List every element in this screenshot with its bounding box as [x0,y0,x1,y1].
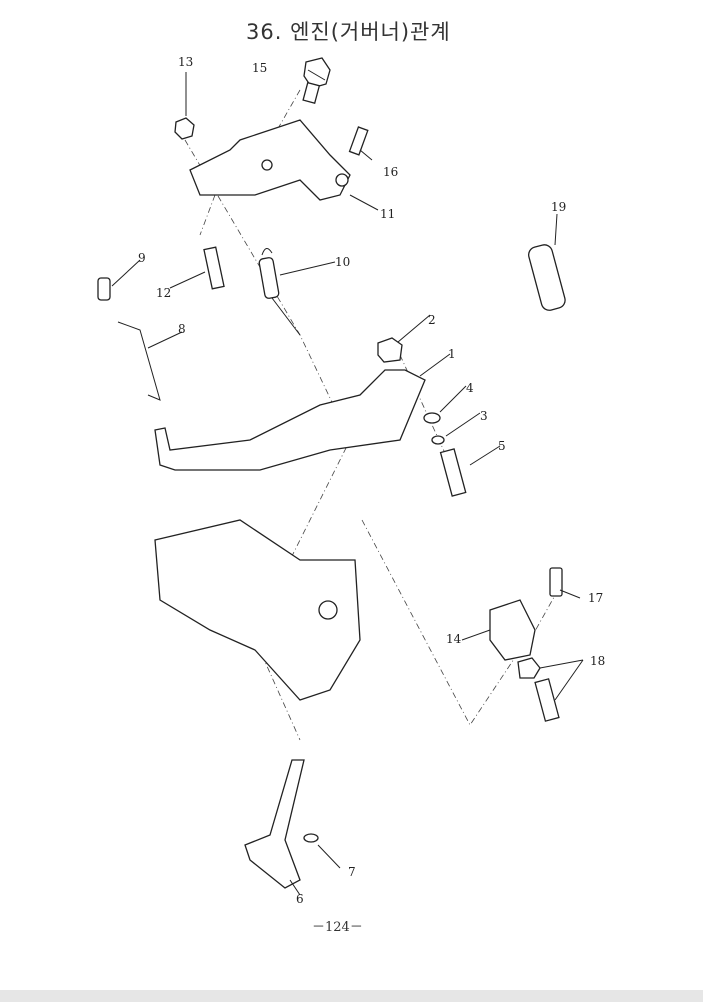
callout-15: 15 [252,61,267,75]
bolt-18 [534,678,560,722]
bolt-5 [439,448,467,497]
nut-13 [174,117,195,140]
bolt-15 [302,57,331,104]
shaft-6 [244,759,305,889]
spring-10 [258,248,301,336]
page-number: －124－ [312,920,363,935]
scan-edge [0,990,703,1002]
callout-17: 17 [588,591,603,605]
page-title: 36. 엔진(거버너)관계 [246,20,451,44]
bracket-14 [489,599,536,661]
washer-3 [431,435,445,445]
clip-7 [303,833,319,843]
bracket-11 [189,119,351,201]
callout-11: 11 [380,207,395,221]
washer-4 [423,412,441,424]
callout-3: 3 [480,409,488,423]
callout-8: 8 [178,322,186,336]
callout-13: 13 [178,55,193,69]
callout-16: 16 [383,165,398,179]
spring-9 [97,277,111,301]
bolt-17 [549,567,563,597]
nut-18 [517,657,541,679]
lever-1 [154,369,426,471]
block-2 [377,337,403,363]
screw-12 [203,246,225,290]
callout-7: 7 [348,865,356,879]
callout-1: 1 [448,347,456,361]
callout-10: 10 [335,255,350,269]
spring-19 [528,244,566,311]
callout-6: 6 [296,892,304,906]
screw-16 [348,126,369,156]
rod-8 [117,321,161,401]
callout-18: 18 [590,654,605,668]
callout-12: 12 [156,286,171,300]
callout-19: 19 [551,200,566,214]
callout-4: 4 [466,381,474,395]
callout-2: 2 [428,313,436,327]
callout-9: 9 [138,251,146,265]
callout-14: 14 [446,632,462,646]
engine-housing [154,519,361,701]
callout-5: 5 [498,439,506,453]
